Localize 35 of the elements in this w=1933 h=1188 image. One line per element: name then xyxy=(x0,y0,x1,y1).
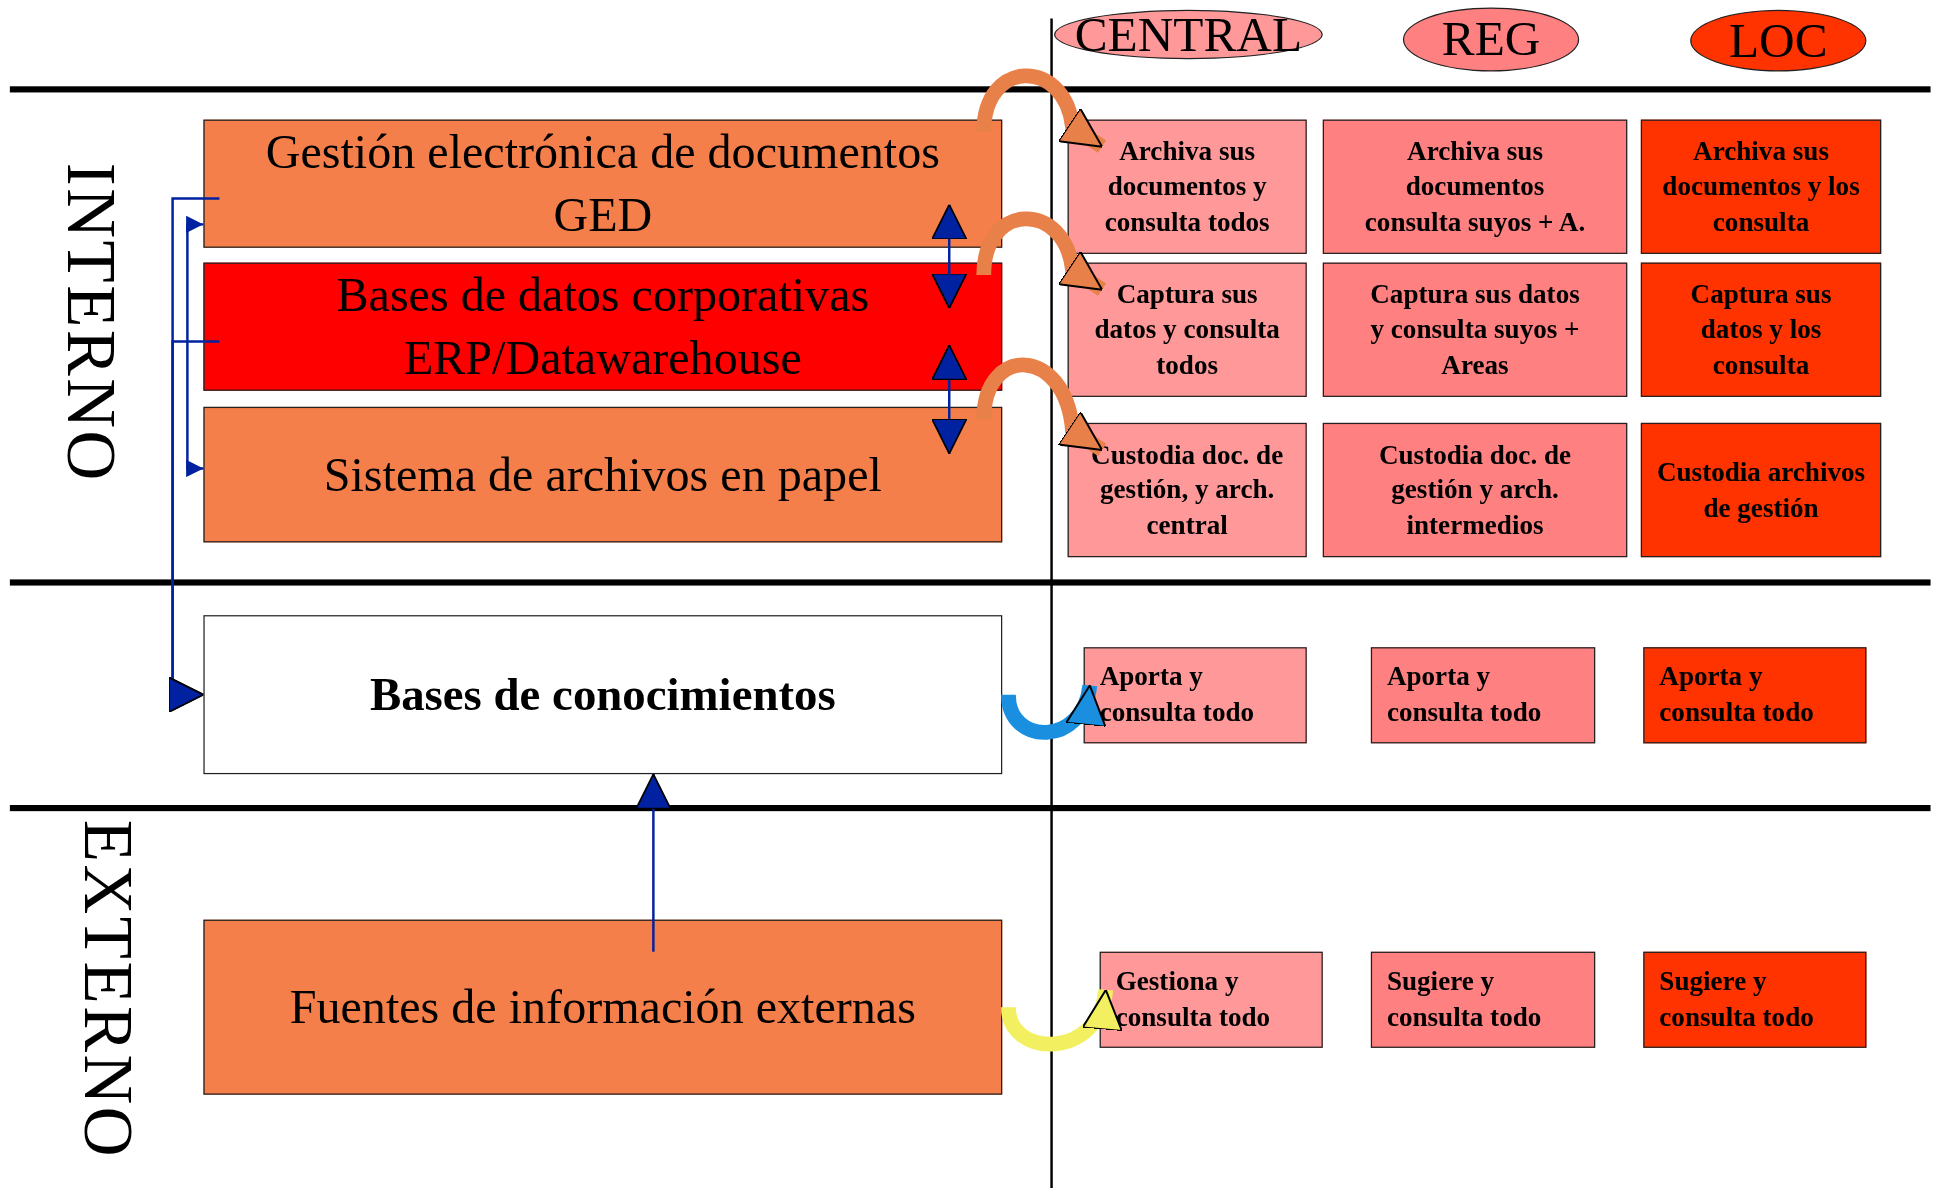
role-cell: Custodia archivos de gestión xyxy=(1640,422,1882,558)
system-box: Bases de datos corporativas ERP/Datawarehouse xyxy=(203,262,1003,391)
curved-arrow xyxy=(976,68,1107,153)
role-cell: Captura sus datos y los consulta xyxy=(1640,262,1882,397)
role-cell: Aporta y consulta todo xyxy=(1643,647,1867,744)
role-cell: Aporta y consulta todo xyxy=(1083,647,1307,744)
role-cell: Captura sus datos y consulta suyos + Areas xyxy=(1322,262,1628,397)
role-cell: Gestiona y consulta todo xyxy=(1099,951,1323,1048)
role-cell: Archiva sus documentos consulta suyos + A. xyxy=(1322,119,1628,254)
role-cell: Custodia doc. de gestión, y arch. central xyxy=(1067,422,1307,558)
double-arrow xyxy=(931,344,968,455)
lane-label: EXTERNO xyxy=(73,819,143,1160)
arrow xyxy=(635,773,672,952)
arrow xyxy=(168,340,220,713)
double-arrow xyxy=(931,203,968,310)
system-box: Bases de conocimientos xyxy=(203,615,1003,775)
curved-arrow xyxy=(1001,683,1103,740)
role-cell: Captura sus datos y consulta todos xyxy=(1067,262,1307,397)
curved-arrow xyxy=(976,357,1107,457)
level-ellipse: LOC xyxy=(1690,9,1867,72)
level-ellipse: CENTRAL xyxy=(1054,9,1323,60)
curved-arrow xyxy=(1001,988,1119,1052)
lane-label: INTERNO xyxy=(56,162,126,483)
role-cell: Custodia doc. de gestión y arch. intermedios xyxy=(1322,422,1628,558)
curved-arrow xyxy=(976,211,1107,296)
role-cell: Archiva sus documentos y consulta todos xyxy=(1067,119,1307,254)
system-box: Fuentes de información externas xyxy=(203,919,1003,1095)
role-cell: Sugiere y consulta todo xyxy=(1370,951,1596,1048)
double-arrow xyxy=(186,215,204,478)
role-cell: Archiva sus documentos y los consulta xyxy=(1640,119,1882,254)
role-cell: Aporta y consulta todo xyxy=(1370,647,1596,744)
system-box: Gestión electrónica de documentos GED xyxy=(203,119,1003,248)
level-ellipse: REG xyxy=(1402,7,1580,72)
system-box: Sistema de archivos en papel xyxy=(203,406,1003,543)
role-cell: Sugiere y consulta todo xyxy=(1643,951,1867,1048)
